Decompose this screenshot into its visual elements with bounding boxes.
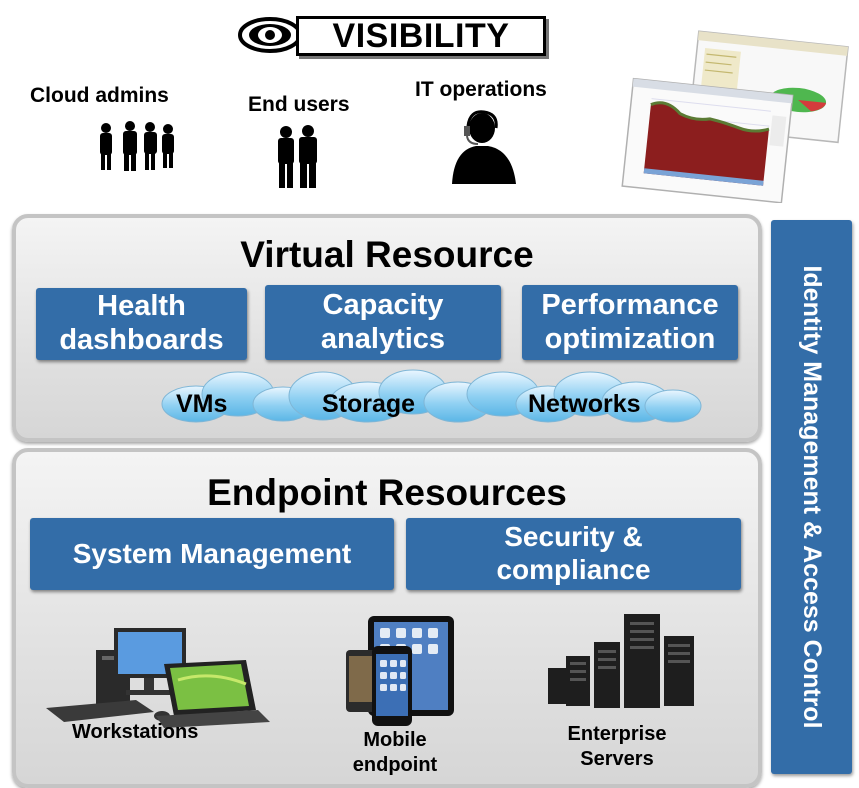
server-rack-icon	[548, 614, 694, 708]
mobile-devices-icon	[346, 616, 454, 726]
identity-access-sidebar: Identity Management & Access Control	[771, 220, 852, 774]
cloud-label-storage: Storage	[322, 390, 416, 418]
system-management-box: System Management	[30, 518, 394, 590]
role-label-it-operations: IT operations	[415, 78, 547, 101]
people-group-icon	[100, 121, 174, 171]
virtual-resource-panel: Virtual Resource Health dashboards Capac…	[12, 214, 762, 442]
security-compliance-box: Security & compliance	[406, 518, 741, 590]
role-label-cloud-admins: Cloud admins	[30, 84, 169, 107]
endpoint-resources-title: Endpoint Resources	[207, 472, 567, 513]
cloud-label-networks: Networks	[528, 390, 641, 418]
device-label-enterprise-servers: Enterprise Servers	[567, 723, 667, 770]
health-dashboards-box: Health dashboards	[36, 288, 247, 360]
people-pair-icon	[278, 125, 317, 188]
device-label-mobile-endpoint: Mobile endpoint	[352, 729, 438, 776]
operator-headset-icon	[452, 110, 516, 184]
device-label-workstations: Workstations	[72, 721, 199, 743]
workstation-laptop-icon	[46, 628, 270, 728]
performance-optimization-box: Performance optimization	[522, 285, 738, 360]
eye-icon	[238, 17, 302, 53]
virtual-resource-title: Virtual Resource	[240, 234, 534, 275]
visibility-header: VISIBILITY	[238, 12, 546, 56]
cloud-icon	[161, 369, 702, 423]
endpoint-resources-panel: Endpoint Resources System Management Sec…	[12, 448, 762, 788]
dashboard-screenshot-icon	[621, 30, 849, 203]
visibility-title: VISIBILITY	[296, 16, 546, 56]
role-label-end-users: End users	[248, 93, 350, 116]
identity-access-label: Identity Management & Access Control	[797, 265, 826, 729]
cloud-label-vms: VMs	[176, 390, 228, 418]
capacity-analytics-box: Capacity analytics	[265, 285, 501, 360]
